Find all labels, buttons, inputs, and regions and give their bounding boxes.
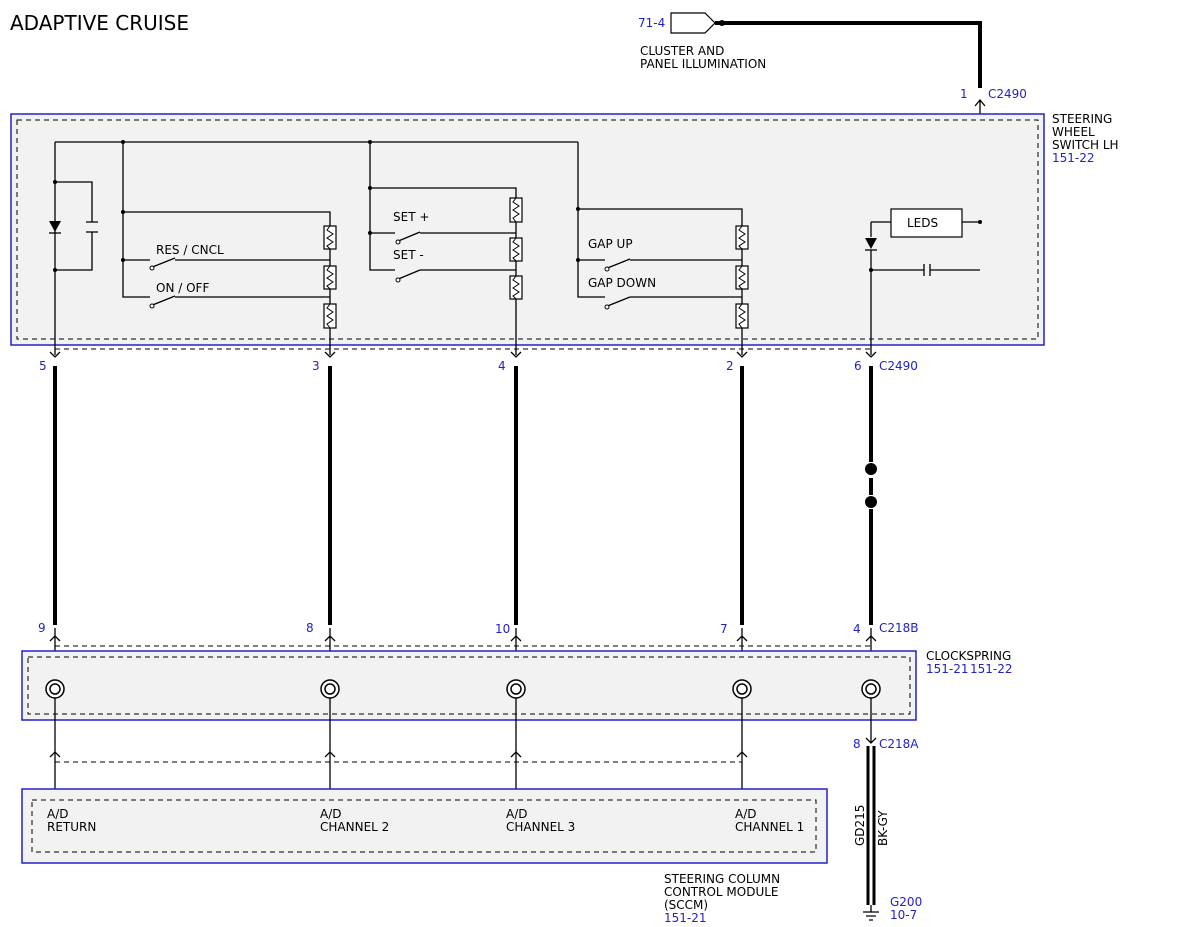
sccm-ref-link[interactable]: 151-21 — [664, 911, 707, 925]
switch-to-clockspring-wires — [53, 366, 877, 625]
c218a-pin-8: 8 — [853, 737, 861, 751]
gap-down-label: GAP DOWN — [588, 276, 656, 290]
cluster-ref-link[interactable]: 71-4 — [638, 16, 665, 30]
clockspring-top-connector: C218B — [879, 621, 919, 635]
sccm-input-return-line1: A/D — [47, 807, 69, 821]
sccm-name-line1: STEERING COLUMN — [664, 872, 780, 886]
sccm-input-ch3-line2: CHANNEL 3 — [506, 820, 575, 834]
clockspring-pin-10: 10 — [495, 622, 510, 636]
illumination-wire — [715, 21, 982, 88]
clockspring-pin-7: 7 — [720, 622, 728, 636]
gap-up-label: GAP UP — [588, 237, 633, 251]
switch-pin-4: 4 — [498, 359, 506, 373]
c2490-connector-chevrons — [49, 351, 877, 358]
clockspring-lower-wires — [49, 698, 877, 800]
clockspring-pin-4: 4 — [853, 622, 861, 636]
steering-wheel-switch-box — [10, 113, 1045, 346]
clockspring-ref1-link[interactable]: 151-21 — [926, 662, 969, 676]
resistor-gap-top — [735, 225, 749, 250]
resistor-set-minus — [509, 275, 523, 300]
switch-name-line1: STEERING — [1052, 112, 1112, 126]
resistor-set-top — [509, 197, 523, 223]
switch-pin-6: 6 — [854, 359, 862, 373]
resistor-on-off — [323, 265, 337, 290]
ground-name: G200 — [890, 895, 922, 909]
resistor-set-plus — [509, 237, 523, 262]
ground-wire-color: BK-GY — [876, 810, 890, 846]
clockspring-ref2-link[interactable]: 151-22 — [970, 662, 1013, 676]
resistor-gap-up — [735, 265, 749, 290]
sccm-input-ch3-line1: A/D — [506, 807, 528, 821]
switch-top-connector: C2490 — [988, 87, 1027, 101]
ground-ref-link[interactable]: 10-7 — [890, 908, 917, 922]
set-plus-label: SET + — [393, 210, 429, 224]
sccm-box — [21, 788, 828, 864]
switch-name-line2: WHEEL — [1052, 125, 1095, 139]
ground-circuit-label: GD215 — [853, 805, 867, 846]
res-cncl-label: RES / CNCL — [156, 243, 224, 257]
sccm-input-return-line2: RETURN — [47, 820, 96, 834]
cluster-connector-symbol — [670, 12, 716, 34]
clockspring-bottom-connector: C218A — [879, 737, 919, 751]
switch-pin-2: 2 — [726, 359, 734, 373]
set-minus-label: SET - — [393, 248, 424, 262]
sccm-name-line2: CONTROL MODULE — [664, 885, 779, 899]
clockspring-coils — [45, 679, 881, 699]
switch-pin-5: 5 — [39, 359, 47, 373]
leds-label: LEDS — [907, 216, 938, 230]
switch-top-pin: 1 — [960, 87, 968, 101]
switch-name-line3: SWITCH LH — [1052, 138, 1119, 152]
resistor-res-cncl — [323, 225, 337, 250]
sccm-input-ch1-line2: CHANNEL 1 — [735, 820, 804, 834]
switch-pin-3: 3 — [312, 359, 320, 373]
on-off-label: ON / OFF — [156, 281, 209, 295]
sccm-input-ch2-line1: A/D — [320, 807, 342, 821]
switch-internal-circuit — [49, 140, 982, 355]
switch-bottom-connector: C2490 — [879, 359, 918, 373]
ground-wire — [863, 746, 879, 921]
cluster-label-line1: CLUSTER AND — [640, 44, 724, 58]
sccm-name-line3: (SCCM) — [664, 898, 708, 912]
clockspring-pin-8: 8 — [306, 621, 314, 635]
sccm-input-ch2-line2: CHANNEL 2 — [320, 820, 389, 834]
sccm-input-ch1-line1: A/D — [735, 807, 757, 821]
resistor-channel2-base — [323, 303, 337, 329]
resistor-gap-down — [735, 303, 749, 329]
clockspring-pin-9: 9 — [38, 621, 46, 635]
diagram-title: ADAPTIVE CRUISE — [10, 11, 189, 35]
cluster-label-line2: PANEL ILLUMINATION — [640, 57, 766, 71]
switch-ref-link[interactable]: 151-22 — [1052, 151, 1095, 165]
clockspring-name: CLOCKSPRING — [926, 649, 1011, 663]
clockspring-box — [21, 650, 917, 721]
